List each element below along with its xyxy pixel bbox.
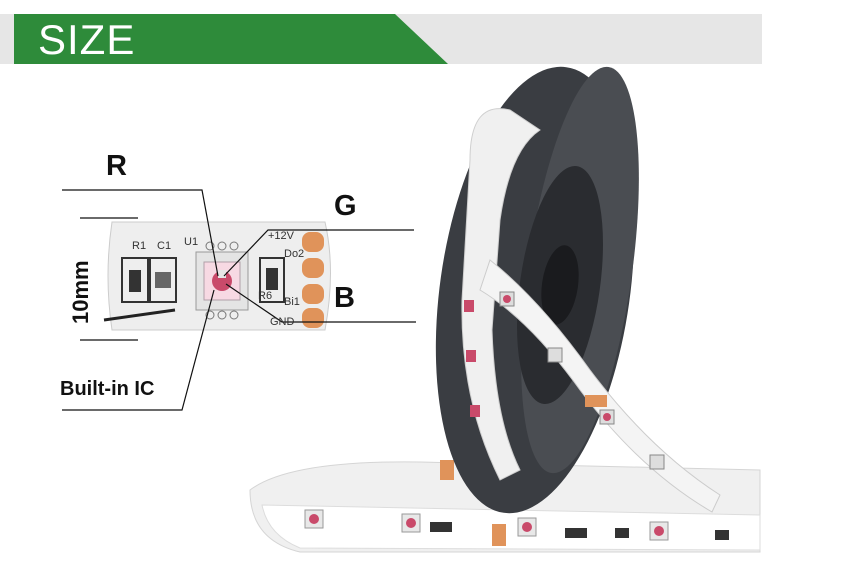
label-r: R: [106, 150, 127, 182]
r-callout-line: [62, 189, 219, 277]
banner-shape: [0, 14, 762, 64]
pcb-do2: Do2: [284, 248, 305, 260]
g-callout-line: [223, 229, 414, 277]
label-g: G: [334, 190, 357, 222]
pcb-plus12v: +12V: [268, 230, 294, 242]
callout-lines: [62, 189, 416, 411]
reel: [435, 66, 721, 514]
pcb-bi1: Bi1: [284, 296, 300, 308]
pcb-r1: R1: [132, 240, 147, 252]
label-built-in-ic: Built-in IC: [60, 378, 155, 400]
pcb-u1: U1: [184, 236, 199, 248]
ic-callout-line: [62, 289, 215, 411]
label-b: B: [334, 282, 355, 314]
strip-closeup: [103, 221, 331, 331]
pcb-c1: C1: [157, 240, 172, 252]
pcb-r6: R6: [258, 290, 273, 302]
label-dimension: 10mm: [68, 260, 93, 324]
section-title: SIZE: [38, 16, 136, 63]
b-callout-line: [225, 283, 416, 323]
section-banner: SIZE: [0, 0, 848, 72]
pcb-gnd: GND: [270, 316, 295, 328]
